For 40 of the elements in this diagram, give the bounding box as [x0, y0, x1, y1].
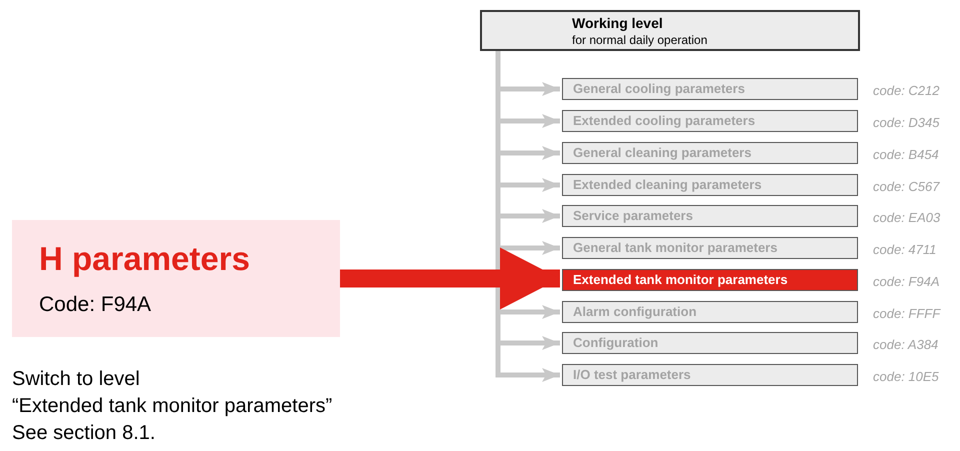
parameter-name: Extended cleaning parameters	[573, 176, 762, 194]
info-panel	[12, 220, 340, 337]
parameter-name: I/O test parameters	[573, 366, 691, 384]
parameter-name: General tank monitor parameters	[573, 239, 778, 258]
note-text: “Extended tank monitor parameters”	[12, 394, 332, 419]
code-label: code: B454	[873, 146, 939, 164]
code-label: code: C567	[873, 178, 940, 196]
code-label: code: F94A	[873, 273, 940, 291]
code-label: code: A384	[873, 336, 938, 354]
parameter-box	[562, 78, 858, 100]
parameter-box	[562, 142, 858, 164]
arrow	[340, 248, 560, 310]
level-title: Working level	[572, 15, 664, 32]
code-label: code: C212	[873, 82, 940, 100]
level-subtitle: for normal daily operation	[572, 32, 708, 48]
code-label: code: FFFF	[873, 305, 940, 323]
parameter-name: Configuration	[573, 334, 658, 352]
parameter-name: General cooling parameters	[573, 80, 745, 98]
note-text: See section 8.1.	[12, 421, 156, 446]
parameter-box	[562, 205, 858, 227]
parameter-box	[562, 174, 858, 196]
parameter-box	[562, 364, 858, 386]
parameter-box	[562, 269, 858, 291]
parameter-name: General cleaning parameters	[573, 144, 752, 162]
parameter-name: Extended cooling parameters	[573, 112, 756, 130]
code-label: code: 10E5	[873, 368, 939, 386]
panel-title: H parameters	[39, 242, 250, 275]
parameter-box	[562, 237, 858, 259]
parameter-box	[562, 301, 858, 323]
level-box	[480, 10, 860, 51]
code-label: code: D345	[873, 114, 940, 132]
parameter-name: Extended tank monitor parameters	[573, 271, 788, 290]
panel-code: Code: F94A	[39, 292, 152, 318]
code-label: code: EA03	[873, 209, 940, 227]
parameter-box	[562, 110, 858, 132]
parameter-box	[562, 332, 858, 354]
code-label: code: 4711	[873, 241, 936, 259]
parameter-name: Service parameters	[573, 207, 693, 226]
note-text: Switch to level	[12, 367, 140, 392]
parameter-name: Alarm configuration	[573, 303, 697, 322]
